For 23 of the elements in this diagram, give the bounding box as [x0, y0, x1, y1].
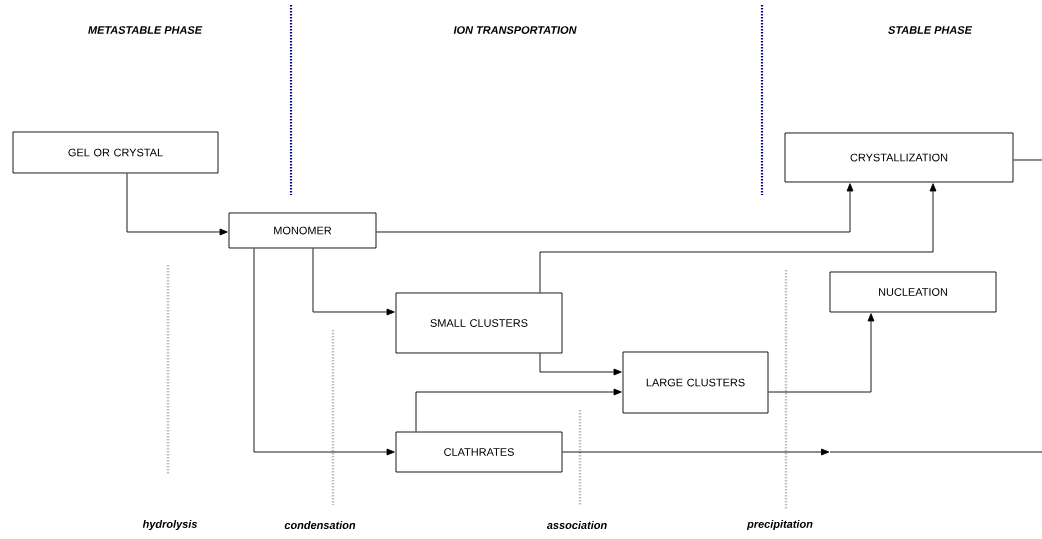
- arrow: [126, 173, 228, 236]
- process-box: GEL OR CRYSTAL: [12, 131, 219, 174]
- arrow: [415, 388, 622, 432]
- phase-heading: ION TRANSPORTATION: [453, 26, 577, 34]
- arrow: [562, 448, 830, 456]
- process-box: SMALL CLUSTERS: [395, 292, 563, 354]
- arrow: [253, 248, 395, 456]
- phase-heading: STABLE PHASE: [888, 26, 973, 34]
- arrow: [312, 248, 395, 316]
- process-box: MONOMER: [228, 212, 377, 249]
- process-box: CLATHRATES: [395, 431, 563, 473]
- process-box: NUCLEATION: [829, 271, 997, 313]
- arrow: [768, 313, 875, 393]
- process-box: LARGE CLUSTERS: [622, 351, 769, 414]
- step-label: hydrolysis: [142, 519, 198, 531]
- process-box: CRYSTALLIZATION: [784, 132, 1014, 183]
- arrow: [539, 353, 622, 376]
- arrow: [376, 183, 854, 233]
- arrow: [539, 183, 937, 293]
- step-label: precipitation: [746, 519, 813, 531]
- step-label: condensation: [284, 521, 356, 529]
- phase-heading: METASTABLE PHASE: [88, 26, 203, 34]
- step-label: association: [546, 521, 607, 530]
